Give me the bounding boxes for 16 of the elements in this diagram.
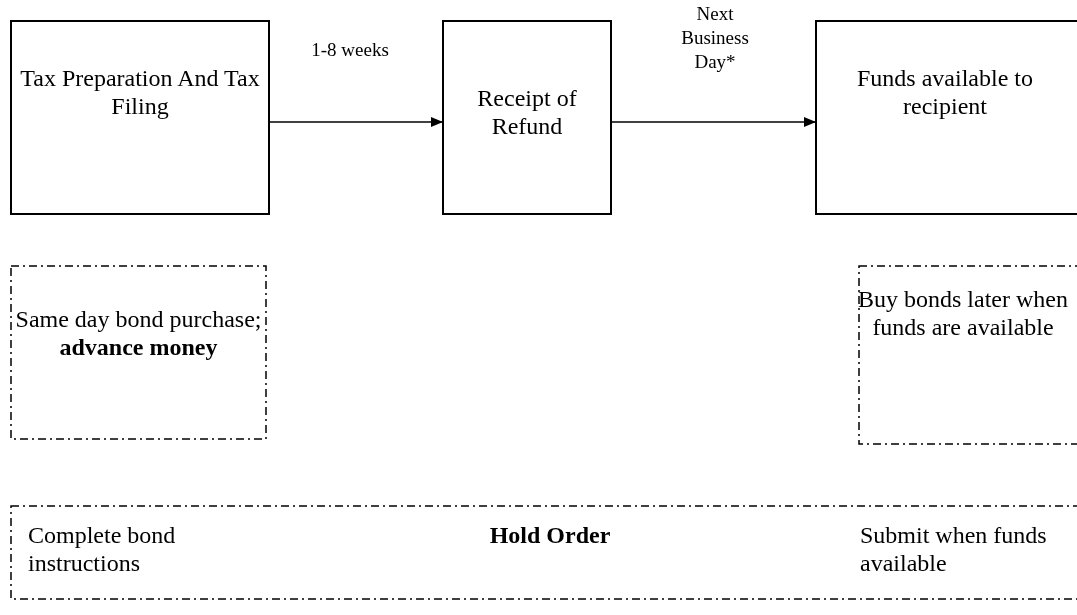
- node-text: Submit when funds available: [860, 521, 1048, 577]
- process-box: [442, 20, 612, 215]
- process-box: [10, 20, 270, 215]
- process-box: [815, 20, 1077, 215]
- dashed-hold-order-box: [10, 505, 1077, 600]
- node-text: Funds available to recipient: [856, 64, 1034, 120]
- node-text: Buy bonds later when funds are available: [858, 285, 1068, 341]
- node-text: Receipt of Refund: [476, 84, 578, 140]
- node-text: Tax Preparation And Tax Filing: [19, 64, 261, 120]
- dashed-note-box: [10, 265, 267, 440]
- heading-text: Hold Order: [488, 521, 612, 549]
- arrow: [269, 117, 443, 127]
- node-text: Complete bond instructions: [28, 521, 177, 577]
- node-text: Same day bond purchase; advance money: [14, 305, 263, 361]
- arrow: [611, 117, 816, 127]
- dashed-note-box: [858, 265, 1077, 445]
